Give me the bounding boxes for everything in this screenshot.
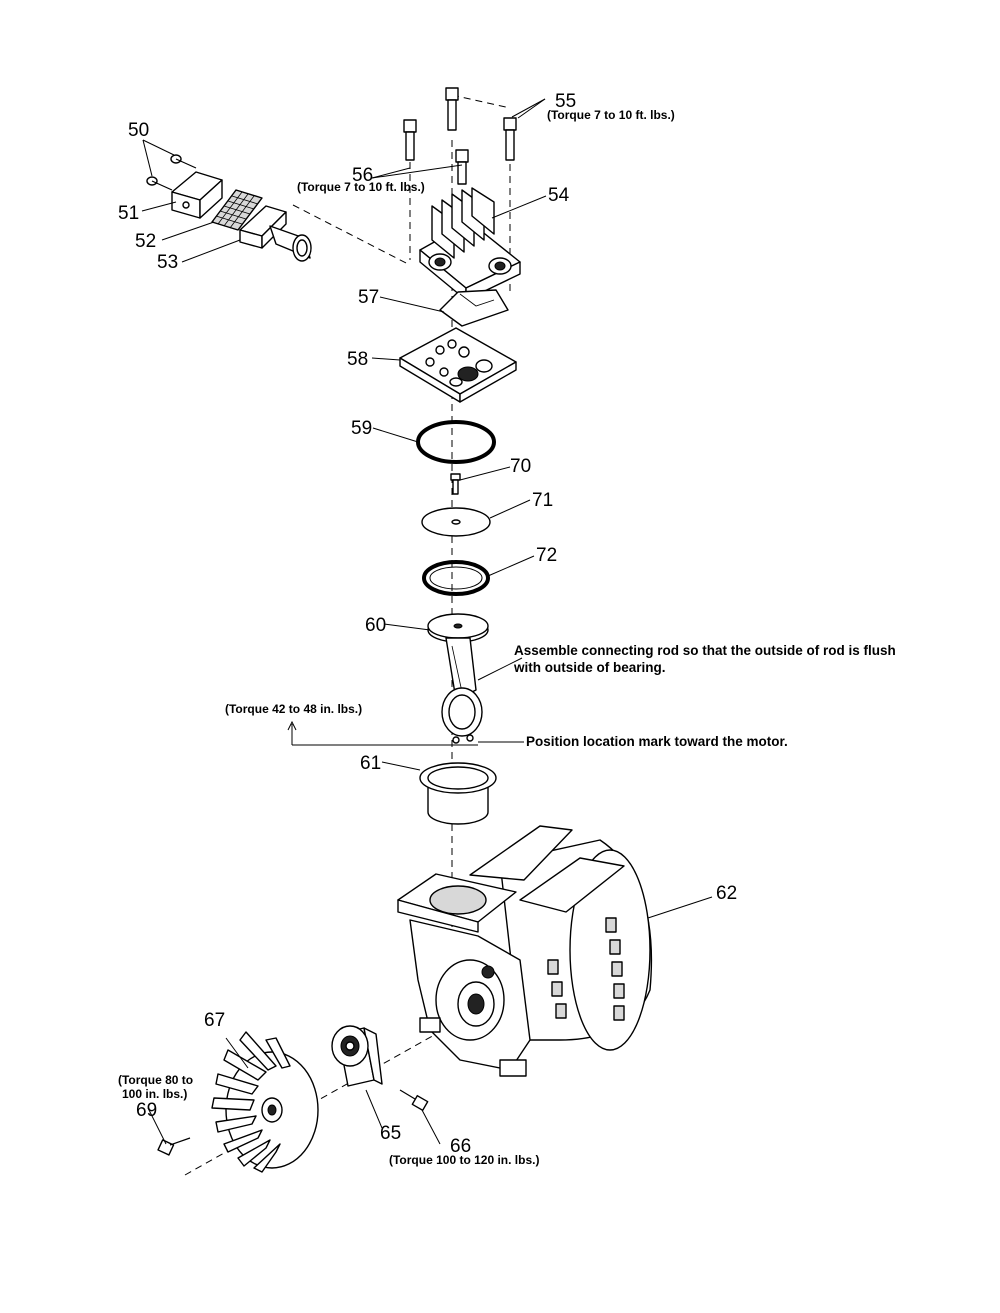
part-62-motor-crankcase — [397, 825, 653, 1077]
callout-59: 59 — [351, 418, 373, 439]
torque-note-60: (Torque 42 to 48 in. lbs.) — [225, 702, 363, 716]
callout-65: 65 — [380, 1123, 402, 1144]
callout-58: 58 — [347, 349, 369, 370]
part-67-fan — [211, 1031, 319, 1173]
part-55-bolts — [445, 87, 517, 161]
part-52-filter-element — [211, 189, 263, 231]
torque-note-55: (Torque 7 to 10 ft. lbs.) — [547, 108, 675, 122]
callout-50: 50 — [128, 120, 150, 141]
callout-51: 51 — [118, 203, 140, 224]
callout-67: 67 — [204, 1010, 226, 1031]
callout-62: 62 — [716, 883, 738, 904]
torque-note-66: (Torque 100 to 120 in. lbs.) — [389, 1153, 540, 1167]
callout-60: 60 — [365, 615, 387, 636]
torque-note-69-line2: 100 in. lbs.) — [122, 1087, 188, 1101]
callout-61: 61 — [360, 753, 382, 774]
callout-56: 56 — [352, 165, 374, 186]
callout-53: 53 — [157, 252, 179, 273]
part-50-screws — [146, 154, 197, 191]
callout-72: 72 — [536, 545, 558, 566]
torque-note-56: (Torque 7 to 10 ft. lbs.) — [297, 180, 425, 194]
torque-note-69-line1: (Torque 80 to — [118, 1073, 194, 1087]
callout-69: 69 — [136, 1100, 158, 1121]
part-60-connecting-rod — [427, 613, 489, 744]
callout-52: 52 — [135, 231, 157, 252]
part-57-gasket — [439, 289, 509, 327]
part-70-screw — [450, 473, 461, 495]
part-56-bolts — [403, 119, 469, 185]
callout-54: 54 — [548, 185, 570, 206]
part-61-bearing — [419, 762, 497, 825]
part-59-o-ring — [416, 420, 496, 464]
callout-55: 55 — [555, 91, 577, 112]
part-65-eccentric — [331, 1025, 383, 1087]
location-mark-instruction: Position location mark toward the motor. — [526, 734, 788, 749]
callout-66: 66 — [450, 1136, 472, 1157]
part-66-screw — [399, 1089, 429, 1112]
part-58-valve-plate — [399, 327, 517, 403]
connecting-rod-instruction: Assemble connecting rod so that the outs… — [514, 643, 896, 675]
leader-lines — [141, 98, 713, 1145]
part-69-screw — [157, 1137, 191, 1156]
callout-71: 71 — [532, 490, 554, 511]
part-54-cylinder-head — [419, 187, 521, 301]
callout-57: 57 — [358, 287, 380, 308]
callout-70: 70 — [510, 456, 532, 477]
part-51-filter-cover — [171, 171, 223, 219]
part-53-filter-housing — [239, 205, 312, 262]
part-71-retainer — [421, 507, 491, 537]
part-72-ring — [422, 560, 490, 596]
